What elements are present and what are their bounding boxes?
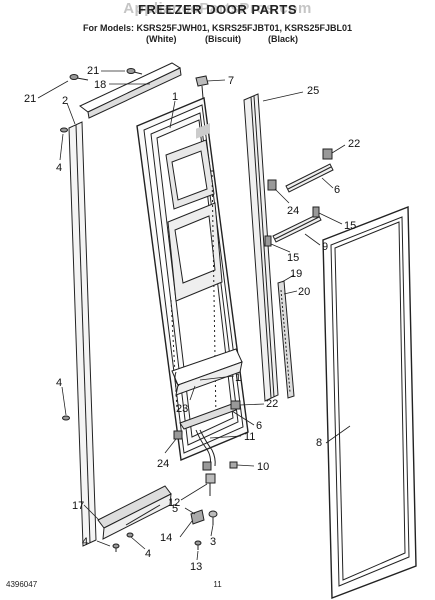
leader-lines [37,70,351,561]
callout-22: 22 [348,138,360,150]
shelf-rail-lower [272,213,322,243]
callout-22: 22 [266,398,278,410]
vertical-strip [277,280,295,399]
callout-3: 3 [210,536,216,548]
callouts: 21 18 21 2 4 1 7 25 22 6 24 15 9 15 19 2… [24,65,360,573]
callout-23: 23 [176,403,188,415]
screw-13 [194,540,202,550]
callout-17: 17 [72,500,84,512]
wire-harness [195,429,216,471]
top-cap-edge [87,67,182,119]
callout-15: 15 [344,220,356,232]
hinge-block-14 [190,509,205,525]
screw-lower [62,415,70,421]
callout-5: 5 [172,503,178,515]
callout-21: 21 [24,93,36,105]
callout-18: 18 [94,79,106,91]
top-hinge-screw-left [69,74,89,81]
top-hinge-screw-right [126,68,143,75]
watermark: AppliancePartsPros.com [123,0,312,17]
lower-rail [179,403,237,430]
callout-24: 24 [287,205,299,217]
callout-20: 20 [298,286,310,298]
callout-21: 21 [87,65,99,77]
clip-15-lower [264,235,272,247]
callout-8: 8 [316,437,322,449]
callout-6: 6 [334,184,340,196]
clip-22-lower [230,400,241,410]
door-gasket [322,205,417,600]
callout-4: 4 [56,162,62,174]
color-black: (Black) [268,34,299,44]
callout-4: 4 [145,548,151,560]
callout-2: 2 [62,95,68,107]
switch-10 [229,461,238,469]
bracket-12 [205,473,216,496]
shelf-rail-upper [285,163,334,193]
callout-4: 4 [56,377,62,389]
door-bin [171,348,243,396]
clip-24-lower [173,430,183,440]
bushing-3 [208,510,218,525]
clip-24-upper [267,179,277,191]
clip-22-upper [322,148,333,160]
callout-15: 15 [287,252,299,264]
callout-13: 13 [190,561,202,573]
callout-12: 12 [168,497,180,509]
callout-1: 1 [235,372,241,384]
callout-14: 14 [160,532,172,544]
color-white: (White) [146,34,177,44]
lower-hinge-bracket [97,485,172,540]
callout-11: 11 [244,431,255,443]
callout-10: 10 [257,461,269,473]
part-number: 4396047 [6,580,38,589]
callout-9: 9 [322,241,328,253]
screw-4-bracket-right [126,532,134,538]
callout-1: 1 [172,91,178,103]
callout-6: 6 [256,420,262,432]
callout-19: 19 [290,268,302,280]
clip-15-upper [312,206,320,218]
hinge-pin [195,75,209,99]
page-number: 11 [213,580,222,589]
callout-7: 7 [228,75,234,87]
models-line: For Models: KSRS25FJWH01, KSRS25FJBT01, … [82,23,353,33]
callout-4: 4 [82,536,88,548]
vertical-door-trim [243,93,279,402]
page-title: FREEZER DOOR PARTS [138,2,297,17]
callout-25: 25 [307,85,319,97]
side-trim [68,121,97,547]
callout-24: 24 [157,458,169,470]
screw-upper [60,127,68,133]
color-biscuit: (Biscuit) [205,34,241,44]
screw-4-bracket-left [112,543,120,552]
